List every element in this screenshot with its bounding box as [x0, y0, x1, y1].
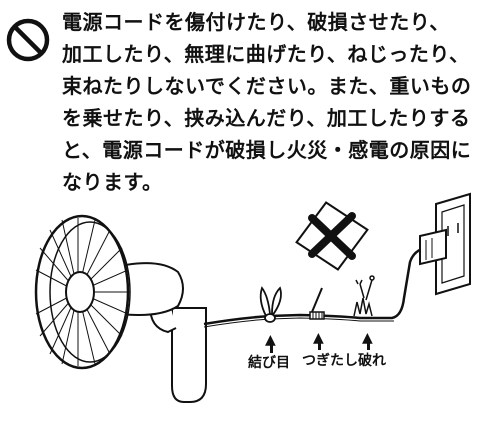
fan-icon	[34, 214, 207, 403]
power-plug-icon	[419, 228, 447, 266]
broken-mark	[353, 275, 375, 317]
knot-label: 結び目	[248, 355, 290, 371]
arrow-up-icon: ▲	[313, 330, 324, 346]
splice-mark	[309, 311, 325, 320]
illustration-drawing	[34, 192, 471, 403]
knot-mark	[259, 286, 282, 323]
warning-line: と、電源コードが破損し火災・感電の原因に	[62, 138, 472, 162]
prohibition-icon	[6, 18, 50, 62]
illustration: ▲ ▲ ▲ 結び目 つぎたし 破れ	[0, 188, 488, 426]
arrow-up-icon: ▲	[362, 330, 373, 346]
warning-text: 電源コードを傷付けたり、破損させたり、 加工したり、無理に曲げたり、ねじったり、…	[62, 6, 482, 198]
warning-line: 束ねたりしないでください。また、重いもの	[62, 74, 472, 98]
warning-line: 加工したり、無理に曲げたり、ねじったり、	[62, 42, 470, 66]
wall-outlet-icon	[435, 192, 471, 296]
warning-line: なります。	[62, 170, 163, 194]
splice-label: つぎたし	[302, 353, 358, 369]
arrow-up-icon: ▲	[265, 332, 276, 348]
power-cord	[203, 246, 438, 326]
warning-line: を乗せたり、挟み込んだり、加工したりする	[62, 106, 471, 130]
warning-line: 電源コードを傷付けたり、破損させたり、	[62, 10, 450, 34]
broken-label: 破れ	[358, 353, 386, 369]
cross-sign-icon	[295, 201, 369, 313]
